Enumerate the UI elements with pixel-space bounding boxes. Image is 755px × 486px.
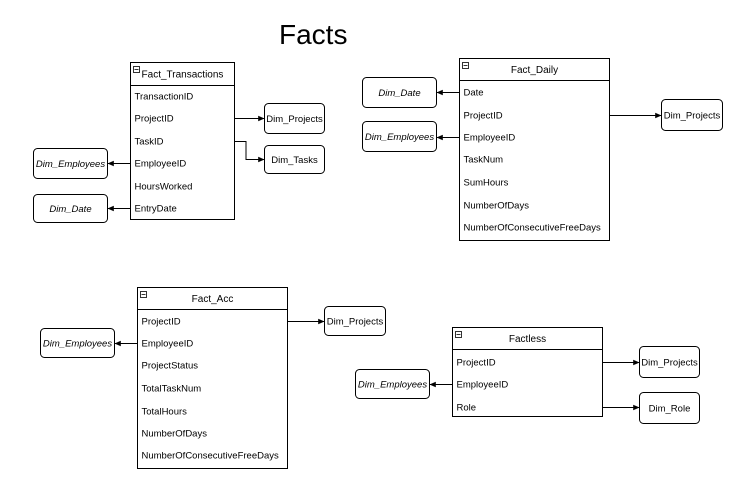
table-title: Fact_Daily — [511, 65, 558, 76]
table-field: ProjectID — [457, 358, 496, 369]
dimension-box — [33, 194, 108, 223]
table-field: ProjectID — [464, 111, 503, 122]
table-field: EmployeeID — [457, 380, 509, 391]
collapse-icon[interactable] — [455, 331, 462, 338]
dimensions-layer: Dim_ProjectsDim_TasksDim_EmployeesDim_Da… — [33, 77, 723, 424]
table-field: TaskNum — [464, 155, 504, 166]
table-box — [452, 327, 603, 417]
table-box — [137, 287, 288, 469]
dimension-ft-dim-employees[interactable]: Dim_Employees — [33, 148, 108, 179]
dimension-ft-dim-date[interactable]: Dim_Date — [33, 194, 108, 223]
dimension-box — [639, 346, 700, 378]
connector-fact-transactions-to-ft-dim-tasks — [234, 141, 265, 163]
dimension-box — [33, 148, 108, 179]
dimension-fl-dim-role[interactable]: Dim_Role — [639, 392, 700, 424]
dimension-ft-dim-projects[interactable]: Dim_Projects — [264, 103, 325, 134]
dimension-label: Dim_Date — [49, 204, 91, 215]
table-field: NumberOfConsecutiveFreeDays — [464, 223, 602, 234]
dimension-box — [355, 369, 430, 399]
dimension-fa-dim-employees[interactable]: Dim_Employees — [40, 328, 115, 358]
table-box — [459, 58, 610, 241]
table-field: NumberOfConsecutiveFreeDays — [142, 451, 280, 462]
dimension-box — [639, 392, 700, 424]
table-title: Fact_Transactions — [142, 70, 224, 81]
dimension-label: Dim_Employees — [36, 159, 105, 170]
table-field: ProjectID — [135, 114, 174, 125]
dimension-ft-dim-tasks[interactable]: Dim_Tasks — [264, 145, 325, 174]
dimension-box — [264, 103, 325, 134]
table-field: HoursWorked — [135, 182, 193, 193]
table-field: EntryDate — [135, 204, 177, 215]
dimension-box — [362, 121, 437, 152]
dimension-fl-dim-projects[interactable]: Dim_Projects — [639, 346, 700, 378]
table-title: Factless — [509, 334, 546, 345]
dimension-label: Dim_Date — [378, 88, 420, 99]
table-field: ProjectID — [142, 317, 181, 328]
table-field: EmployeeID — [135, 159, 187, 170]
dimension-label: Dim_Tasks — [271, 155, 318, 166]
collapse-icon[interactable] — [133, 66, 140, 73]
connectors — [107, 89, 662, 411]
dimension-box — [661, 99, 723, 131]
dimension-fl-dim-employees[interactable]: Dim_Employees — [355, 369, 430, 399]
collapse-icon[interactable] — [462, 62, 469, 69]
dimension-label: Dim_Employees — [365, 132, 434, 143]
dimension-label: Dim_Projects — [327, 317, 384, 328]
dimension-label: Dim_Role — [649, 404, 691, 415]
dimension-fd-dim-projects[interactable]: Dim_Projects — [661, 99, 723, 131]
table-field: TaskID — [135, 137, 164, 148]
dimension-fd-dim-employees[interactable]: Dim_Employees — [362, 121, 437, 152]
table-field: ProjectStatus — [142, 361, 199, 372]
dimension-fd-dim-date[interactable]: Dim_Date — [362, 77, 437, 108]
table-field: NumberOfDays — [464, 201, 530, 212]
table-field: NumberOfDays — [142, 429, 208, 440]
dimension-box — [362, 77, 437, 108]
dimension-label: Dim_Projects — [664, 111, 721, 122]
table-field: EmployeeID — [142, 339, 194, 350]
table-field: EmployeeID — [464, 133, 516, 144]
dimension-label: Dim_Projects — [641, 358, 698, 369]
table-title: Fact_Acc — [192, 294, 234, 305]
table-field: TotalHours — [142, 407, 188, 418]
table-box — [130, 62, 235, 220]
dimension-box — [324, 306, 386, 336]
dimension-label: Dim_Projects — [266, 114, 323, 125]
table-field: Date — [464, 88, 484, 99]
dimension-fa-dim-projects[interactable]: Dim_Projects — [324, 306, 386, 336]
dimension-label: Dim_Employees — [43, 339, 112, 350]
page-title: Facts — [279, 19, 348, 50]
collapse-icon[interactable] — [140, 291, 147, 298]
table-field: SumHours — [464, 178, 509, 189]
table-field: TransactionID — [135, 92, 194, 103]
table-field: Role — [457, 403, 477, 414]
dimension-box — [40, 328, 115, 358]
dimension-box — [264, 145, 325, 174]
dimension-label: Dim_Employees — [358, 380, 427, 391]
table-field: TotalTaskNum — [142, 384, 202, 395]
